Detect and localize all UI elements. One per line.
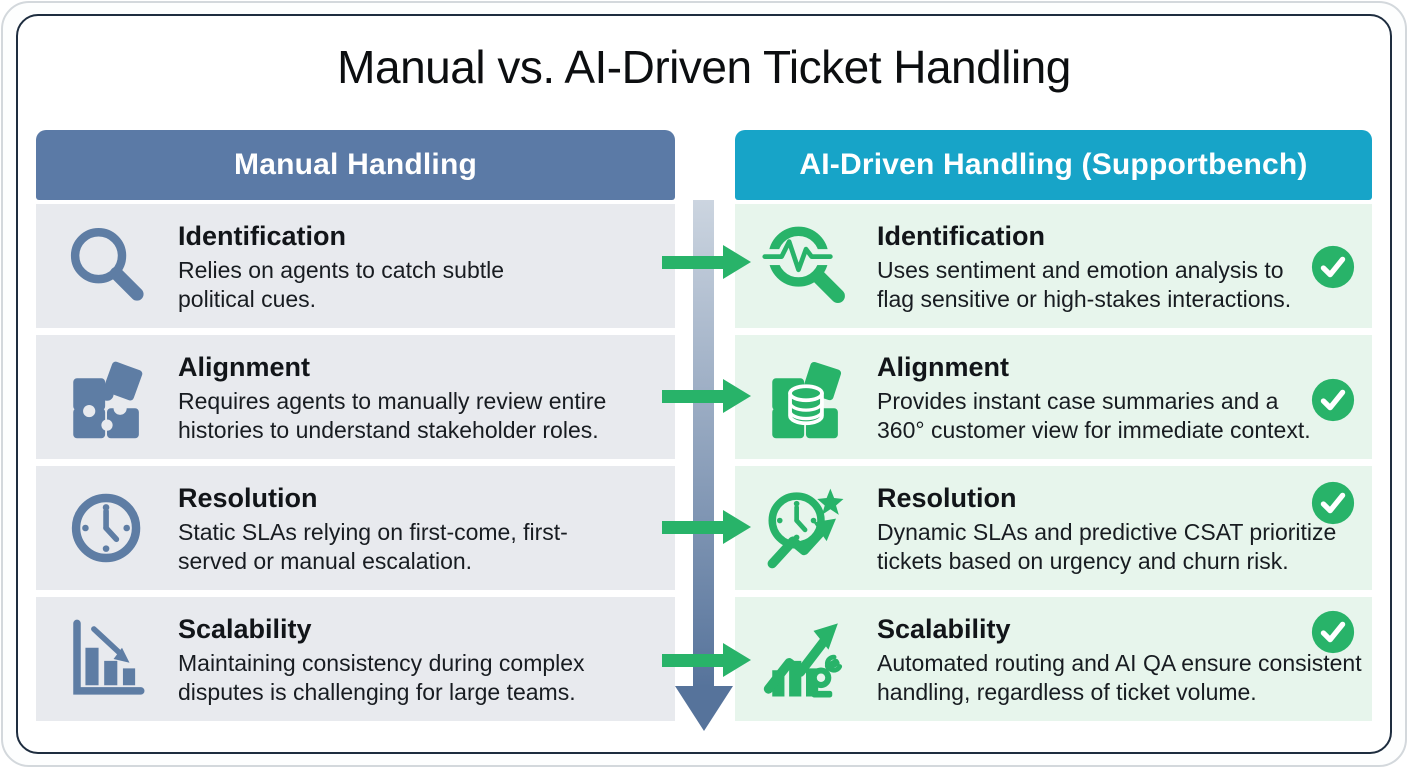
manual-row-text: Scalability Maintaining consistency duri… (178, 612, 665, 707)
row-description: Provides instant case summaries and a 36… (877, 387, 1311, 443)
manual-row-scalability: Scalability Maintaining consistency duri… (36, 597, 675, 721)
ai-row-scalability: Scalability Automated routing and AI QA … (735, 597, 1372, 721)
vertical-flow-arrow-shaft (693, 200, 714, 687)
ai-column-header: AI-Driven Handling (Supportbench) (735, 130, 1372, 200)
row-description: Automated routing and AI QA ensure consi… (877, 649, 1362, 705)
ai-row-identification: Identification Uses sentiment and emotio… (735, 204, 1372, 328)
row-title: Alignment (877, 351, 1009, 382)
ai-row-text: Scalability Automated routing and AI QA … (877, 612, 1362, 707)
clock-icon (60, 483, 154, 573)
manual-row-identification: Identification Relies on agents to catch… (36, 204, 675, 328)
row-title: Alignment (178, 351, 310, 382)
row-description: Static SLAs relying on first-come, first… (178, 518, 568, 574)
row-title: Scalability (178, 613, 312, 644)
row-title: Identification (877, 220, 1045, 251)
manual-row-text: Alignment Requires agents to manually re… (178, 350, 665, 445)
row-description: Relies on agents to catch subtle politic… (178, 256, 505, 312)
connector-arrow-resolution (662, 510, 752, 544)
ai-row-text: Identification Uses sentiment and emotio… (877, 219, 1362, 314)
manual-column: Identification Relies on agents to catch… (36, 204, 675, 721)
ai-row-text: Alignment Provides instant case summarie… (877, 350, 1362, 445)
row-description: Requires agents to manually review entir… (178, 387, 607, 443)
clock-growth-star-icon (759, 483, 853, 573)
manual-column-header: Manual Handling (36, 130, 675, 200)
ai-column: Identification Uses sentiment and emotio… (735, 204, 1372, 721)
row-description: Uses sentiment and emotion analysis to f… (877, 256, 1292, 312)
puzzle-icon (60, 352, 154, 442)
row-description: Maintaining consistency during complex d… (178, 649, 585, 705)
vertical-flow-arrow-head (675, 686, 733, 731)
magnifier-icon (60, 221, 154, 311)
manual-row-text: Resolution Static SLAs relying on first-… (178, 481, 665, 576)
manual-row-text: Identification Relies on agents to catch… (178, 219, 665, 314)
check-circle-icon (1310, 244, 1356, 290)
ai-row-resolution: Resolution Dynamic SLAs and predictive C… (735, 466, 1372, 590)
row-title: Scalability (877, 613, 1011, 644)
page-title: Manual vs. AI-Driven Ticket Handling (337, 41, 1071, 93)
connector-arrow-identification (662, 245, 752, 279)
manual-row-alignment: Alignment Requires agents to manually re… (36, 335, 675, 459)
puzzle-database-icon (759, 352, 853, 442)
magnifier-pulse-icon (759, 221, 853, 311)
connector-arrow-alignment (662, 379, 752, 413)
check-circle-icon (1310, 377, 1356, 423)
manual-row-resolution: Resolution Static SLAs relying on first-… (36, 466, 675, 590)
declining-bar-chart-icon (60, 614, 154, 704)
connector-arrow-scalability (662, 643, 752, 677)
check-circle-icon (1310, 480, 1356, 526)
row-title: Identification (178, 220, 346, 251)
ai-row-alignment: Alignment Provides instant case summarie… (735, 335, 1372, 459)
row-title: Resolution (178, 482, 318, 513)
ai-row-text: Resolution Dynamic SLAs and predictive C… (877, 481, 1362, 576)
row-title: Resolution (877, 482, 1017, 513)
check-circle-icon (1310, 609, 1356, 655)
row-description: Dynamic SLAs and predictive CSAT priorit… (877, 518, 1337, 574)
growth-robot-icon (759, 614, 853, 704)
